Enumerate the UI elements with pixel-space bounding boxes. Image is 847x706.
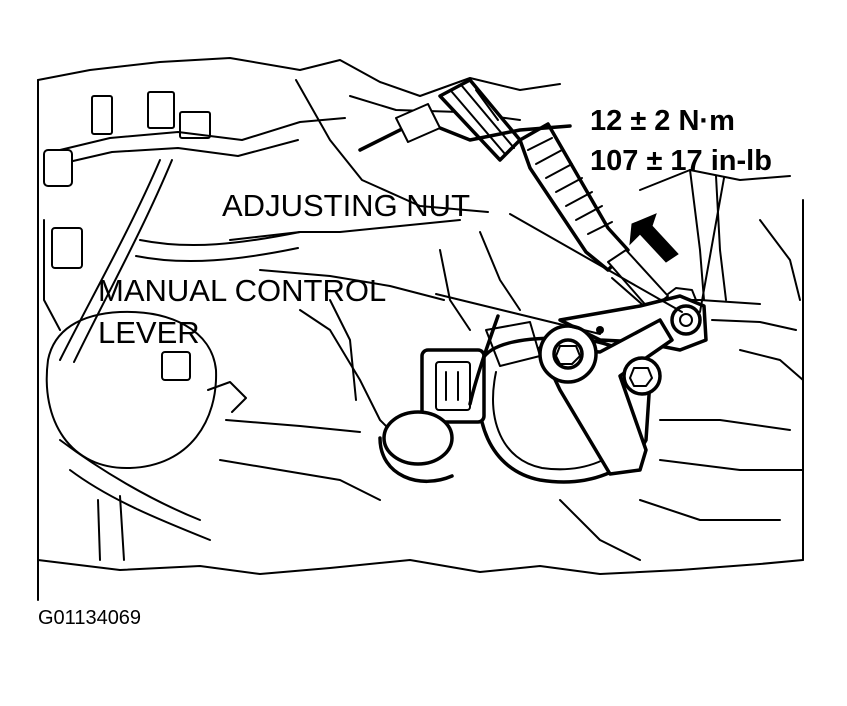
adjusting-nut-leader [509,213,683,313]
manual-control-lever [538,318,674,476]
figure-id: G01134069 [38,607,141,629]
manual-control-lever-label-line2: LEVER [98,315,200,350]
torque-spec-leader [699,177,725,313]
manual-control-lever-label-line1: MANUAL CONTROL [98,273,386,308]
adjusting-nut-label: ADJUSTING NUT [222,188,470,223]
selector-rod [358,103,572,152]
torque-spec-imperial: 107 ± 17 in-lb [590,145,772,177]
torque-spec-metric: 12 ± 2 N·m [590,105,735,137]
manual-control-lever-leader [435,293,601,335]
direction-arrow [629,213,679,263]
